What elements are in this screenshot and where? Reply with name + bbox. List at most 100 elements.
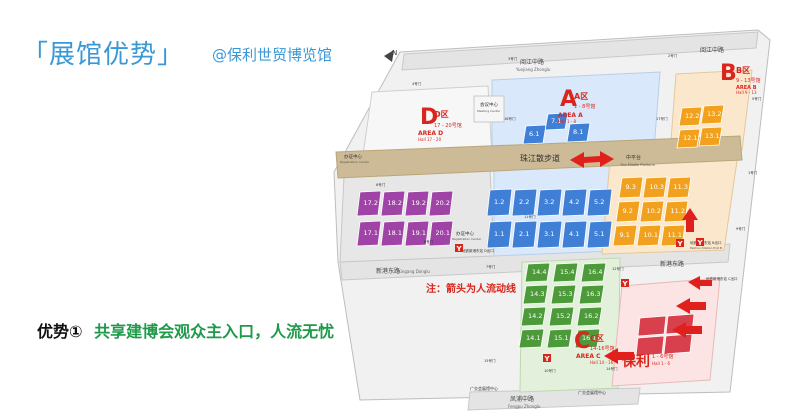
svg-text:AREA A: AREA A bbox=[558, 112, 583, 119]
hall-label: 18.2 bbox=[388, 199, 402, 207]
hall-tile bbox=[618, 176, 644, 199]
hall-tile bbox=[615, 200, 641, 223]
hall-tile bbox=[642, 176, 668, 199]
hall-label: 18.1 bbox=[388, 229, 402, 237]
compass-icon: N bbox=[384, 49, 397, 62]
hall-tile bbox=[522, 124, 547, 145]
road-bottom-right-label: 新港东路 bbox=[660, 260, 684, 268]
hall-tile bbox=[356, 220, 382, 247]
hall-label: 16.4 bbox=[588, 268, 602, 276]
metro-icon: Y bbox=[543, 354, 551, 363]
flow-arrows bbox=[570, 151, 712, 364]
svg-text:办证中心: 办证中心 bbox=[456, 230, 474, 237]
metro-icon: Y bbox=[676, 239, 684, 248]
road-footer-label: 凤浦中路 bbox=[510, 395, 534, 403]
gd-center-2-label: 广交会展馆中心 bbox=[578, 389, 606, 395]
svg-text:Registration Center: Registration Center bbox=[340, 160, 370, 164]
svg-text:Hall 17 - 20: Hall 17 - 20 bbox=[418, 137, 442, 142]
double-arrow-icon bbox=[570, 151, 614, 168]
hall-tile bbox=[666, 176, 692, 199]
hall-label: 19.2 bbox=[412, 199, 426, 207]
hall-label: 2.1 bbox=[519, 230, 529, 238]
hall-label: 9.1 bbox=[620, 231, 630, 239]
hall-label: 9.3 bbox=[626, 183, 636, 191]
center-platform-label: 中平台 bbox=[626, 154, 641, 161]
gate-label: 7号门 bbox=[486, 264, 496, 269]
zone-c-label: C C区 14-16号馆 AREA C Hall 14 - 16 bbox=[574, 329, 615, 365]
svg-text:Hall 1 - 8: Hall 1 - 8 bbox=[558, 119, 576, 124]
hall-label: 9.2 bbox=[623, 207, 633, 215]
hall-label: 17.2 bbox=[364, 199, 378, 207]
hall-label: 14.1 bbox=[526, 334, 540, 342]
hall-label: 12.2 bbox=[685, 112, 699, 120]
svg-text:Registration Center: Registration Center bbox=[452, 237, 482, 241]
hall-tile bbox=[428, 220, 454, 247]
metro-icon: Y bbox=[455, 244, 463, 253]
svg-text:B: B bbox=[720, 61, 737, 86]
hall-tile bbox=[404, 220, 430, 247]
svg-text:AREA D: AREA D bbox=[418, 130, 443, 137]
page-title: 「展馆优势」 bbox=[22, 40, 185, 70]
hall-label: 20.2 bbox=[436, 199, 450, 207]
hall-label: 17.1 bbox=[364, 229, 378, 237]
reg-center: 办证中心 Registration Center bbox=[340, 153, 370, 164]
gates: 3号门 2号门 4号门 6号门 5号门 1号门 8号门 7号门 9号门 10号门… bbox=[376, 53, 762, 373]
hall-tile bbox=[639, 200, 665, 223]
gate-label: 11号门 bbox=[524, 214, 536, 219]
road-top-en: Yuejiang Zhonglu bbox=[515, 67, 551, 72]
gate-label: 10号门 bbox=[544, 368, 556, 373]
road-bottom-label: 新港东路 bbox=[376, 267, 400, 275]
svg-text:Hall 1 - 6: Hall 1 - 6 bbox=[652, 361, 670, 366]
metro-d-label: 地铁新港东站 D出口 bbox=[462, 248, 494, 253]
hall-tile bbox=[486, 220, 513, 249]
hall-tile bbox=[586, 220, 613, 249]
svg-text:Hall 14 - 16: Hall 14 - 16 bbox=[590, 360, 614, 365]
hall-tile bbox=[536, 188, 563, 217]
svg-text:A区: A区 bbox=[574, 92, 588, 101]
svg-text:C区: C区 bbox=[590, 334, 604, 343]
gate-label: 8号门 bbox=[424, 239, 434, 244]
hall-tile bbox=[511, 220, 538, 249]
road-footer-en: Fengpu Zhonglu bbox=[508, 404, 541, 409]
hall-label: 16.3 bbox=[586, 290, 600, 298]
hall-label: 14.4 bbox=[532, 268, 546, 276]
svg-text:Y: Y bbox=[622, 280, 629, 288]
zone-b-label: B B区 9 - 13号馆 AREA B Hall 9 - 13 bbox=[720, 61, 761, 95]
hall-label: 15.3 bbox=[558, 290, 572, 298]
page-subtitle: @保利世贸博览馆 bbox=[212, 46, 333, 64]
svg-text:1 - 8号馆: 1 - 8号馆 bbox=[574, 103, 595, 110]
hall-tile bbox=[586, 188, 613, 217]
svg-text:会议中心: 会议中心 bbox=[480, 101, 498, 108]
walkway: 珠江散步道 bbox=[335, 135, 743, 179]
hall-tile bbox=[536, 220, 563, 249]
gate-label: 12号门 bbox=[612, 266, 624, 271]
hall-tile bbox=[518, 328, 545, 349]
gate-label: 5号门 bbox=[752, 96, 762, 101]
hall-tile bbox=[552, 262, 579, 283]
svg-text:A: A bbox=[560, 87, 577, 112]
hall-label: 4.1 bbox=[569, 230, 579, 238]
hall-label: 14.3 bbox=[530, 290, 544, 298]
hall-tile bbox=[380, 220, 406, 247]
gate-label: 17号门 bbox=[656, 116, 668, 121]
hall-tile bbox=[676, 128, 701, 149]
hall-label: 10.1 bbox=[644, 231, 658, 239]
hall-label: 12.1 bbox=[683, 134, 697, 142]
hall-label: 8.1 bbox=[573, 128, 583, 136]
advantage-line: 优势① 共享建博会观众主入口，人流无忧 bbox=[37, 318, 334, 342]
advantage-label: 优势① bbox=[37, 322, 83, 341]
svg-text:14-16号馆: 14-16号馆 bbox=[590, 345, 615, 352]
hall-tile bbox=[678, 106, 703, 127]
arrow-left-icon bbox=[688, 276, 712, 290]
hall-label: 10.2 bbox=[647, 207, 661, 215]
zone-a-label: A A区 1 - 8号馆 AREA A Hall 1 - 8 bbox=[558, 87, 595, 124]
hall-label: 13.1 bbox=[705, 132, 719, 140]
gate-label: 9号门 bbox=[736, 226, 746, 231]
hall-label: 19.1 bbox=[412, 229, 426, 237]
walkway-label: 珠江散步道 bbox=[520, 153, 560, 163]
svg-text:Meeting Center: Meeting Center bbox=[477, 109, 501, 113]
metro-b-label: 地铁新港东站 B出口 bbox=[690, 240, 722, 245]
hall-label: 1.1 bbox=[494, 230, 504, 238]
arrow-up-icon bbox=[682, 208, 698, 232]
